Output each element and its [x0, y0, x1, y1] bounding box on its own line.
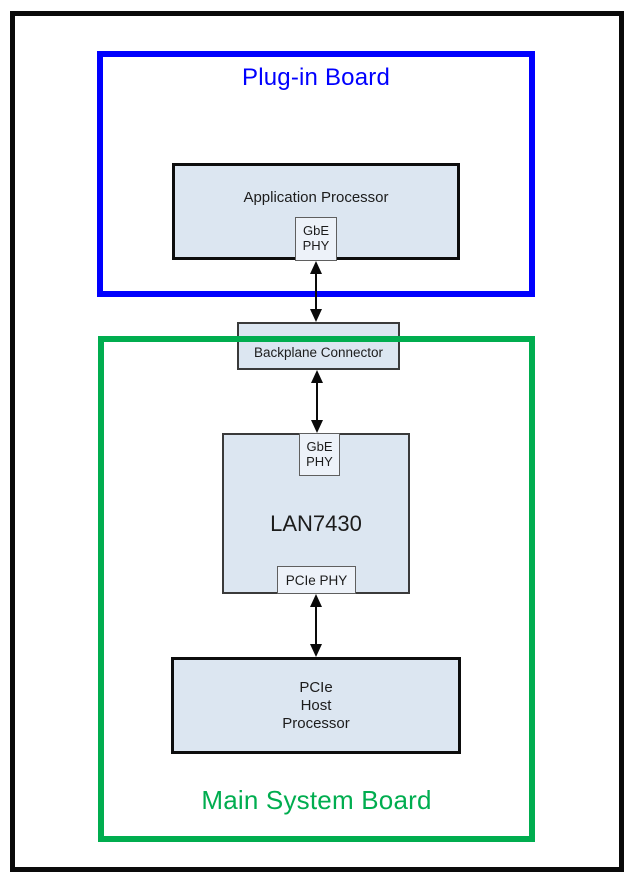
arrow-up-icon: [311, 370, 323, 383]
lan7430-label: LAN7430: [270, 511, 362, 536]
backplane-connector-label: Backplane Connector: [253, 345, 384, 360]
pcie-host-line3: Processor: [282, 714, 350, 732]
backplane-connector-box: Backplane Connector: [237, 322, 400, 370]
lan7430-pcie-phy-box: PCIe PHY: [277, 566, 356, 594]
arrow-down-icon: [310, 644, 322, 657]
arrow-line: [315, 604, 317, 647]
application-processor-label: Application Processor: [243, 189, 389, 206]
main-system-board-outline: Main System Board: [98, 336, 535, 842]
lan7430-gbe-phy-line1: GbE: [306, 439, 333, 454]
app-gbe-phy-line1: GbE: [302, 223, 329, 238]
arrow-down-icon: [311, 420, 323, 433]
pcie-host-line2: Host: [300, 696, 332, 714]
app-gbe-phy-line2: PHY: [302, 238, 330, 253]
pcie-host-line1: PCIe: [299, 678, 333, 696]
application-processor-box: Application Processor: [172, 163, 460, 260]
gbe-link-arrow-lower: [310, 370, 324, 433]
lan7430-pcie-phy-label: PCIe PHY: [285, 572, 348, 588]
pcie-link-arrow: [309, 594, 323, 657]
outer-frame: [10, 11, 624, 872]
main-system-board-title: Main System Board: [201, 785, 432, 815]
plug-in-board-title: Plug-in Board: [241, 64, 391, 91]
arrow-up-icon: [310, 261, 322, 274]
pcie-host-processor-box: PCIe Host Processor: [171, 657, 461, 754]
lan7430-gbe-phy-line2: PHY: [306, 454, 333, 469]
lan7430-gbe-phy-box: GbE PHY: [299, 433, 340, 476]
gbe-link-arrow-upper: [309, 261, 323, 322]
app-gbe-phy-box: GbE PHY: [295, 217, 337, 261]
arrow-up-icon: [310, 594, 322, 607]
arrow-line: [315, 271, 317, 312]
arrow-down-icon: [310, 309, 322, 322]
arrow-line: [316, 380, 318, 423]
